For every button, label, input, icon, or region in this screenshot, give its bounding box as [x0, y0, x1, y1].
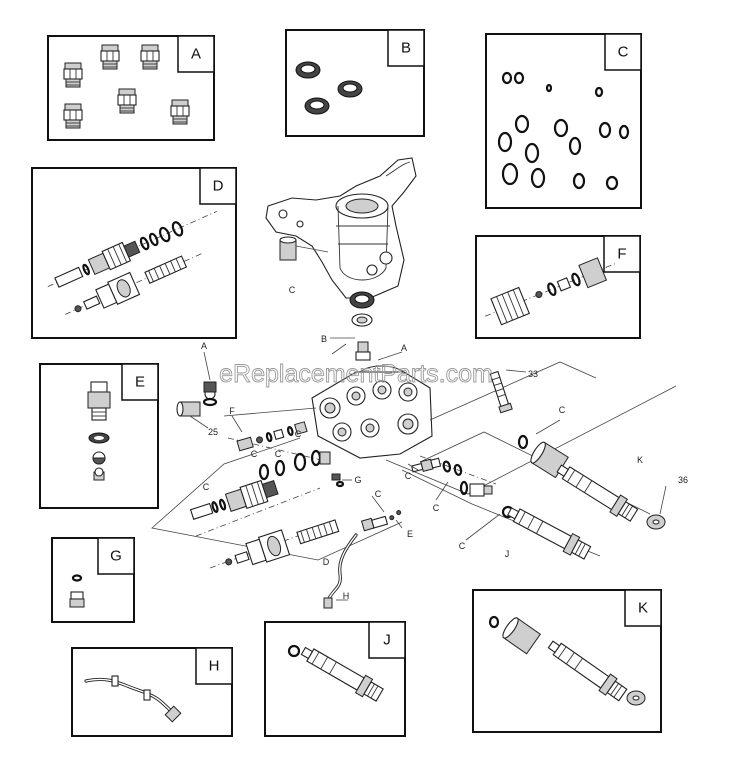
g-parts-center: [331, 473, 352, 488]
callout-e-center: E: [407, 529, 413, 539]
kit-box-j: J: [264, 621, 406, 737]
callout-33: 33: [528, 369, 538, 379]
valve-c-right: [459, 480, 493, 497]
kit-box-f: F: [475, 235, 641, 339]
callout-g-center: G: [354, 475, 361, 485]
kit-label-d: D: [213, 178, 224, 195]
callout-h-center: H: [343, 591, 350, 601]
kit-box-h: H: [71, 647, 233, 737]
callout-d-center: D: [323, 557, 330, 567]
kit-label-g: G: [110, 548, 122, 565]
callout-c-6: C: [405, 471, 412, 481]
kit-box-a: A: [47, 35, 215, 141]
callout-c-7: C: [375, 489, 382, 499]
kit-label-f: F: [617, 246, 626, 263]
callout-f-left: F: [229, 406, 235, 416]
callout-c-5: C: [559, 405, 566, 415]
callout-c-4: C: [203, 482, 210, 492]
kit-label-e: E: [135, 374, 145, 391]
manifold-head: [311, 365, 433, 459]
callout-k-center: K: [637, 455, 643, 465]
callout-j-center: J: [505, 549, 510, 559]
unloader-assembly-center: [189, 479, 279, 520]
kit-label-c: C: [618, 44, 629, 61]
center-piston-cap: [355, 341, 371, 361]
center-seal-b: [351, 313, 373, 327]
callout-c-manifold: C: [289, 285, 296, 295]
watermark-text: eReplacementParts.com: [219, 360, 493, 388]
kit-label-b: B: [401, 40, 411, 57]
callout-36: 36: [678, 475, 688, 485]
unloader-parts-row: [236, 421, 308, 452]
kit-box-d: D: [31, 167, 237, 339]
callout-b-center: B: [321, 334, 327, 344]
kit-label-k: K: [638, 600, 648, 617]
callout-a-left: A: [201, 341, 207, 351]
kit-box-e: E: [39, 363, 159, 509]
valve-e-center: [360, 510, 402, 532]
callout-c-3: C: [295, 429, 302, 439]
callout-c-9: C: [459, 541, 466, 551]
manifold-rings-row: [258, 449, 331, 481]
hose-h-center: [323, 533, 358, 609]
plug-25: [176, 401, 201, 417]
crankcase-assembly: [265, 157, 417, 299]
kit-box-g: G: [51, 537, 135, 623]
plunger-k-center: [517, 434, 666, 530]
plunger-j-center: [501, 502, 593, 563]
callout-c-1: C: [251, 449, 258, 459]
callout-a-center: A: [401, 343, 407, 353]
kit-label-a: A: [191, 46, 201, 63]
bolt-33: [489, 370, 513, 414]
callout-c-8: C: [433, 503, 440, 513]
fitting-a-left: [202, 381, 218, 407]
kit-label-j: J: [383, 632, 391, 649]
kit-label-h: H: [209, 658, 220, 675]
unloader-body-center: [225, 519, 340, 566]
kit-box-c: C: [485, 33, 642, 209]
callout-25: 25: [208, 427, 218, 437]
kit-box-k: K: [472, 589, 662, 733]
callout-c-2: C: [275, 449, 282, 459]
valve-c-center: [410, 456, 463, 476]
kit-box-b: B: [285, 29, 425, 137]
